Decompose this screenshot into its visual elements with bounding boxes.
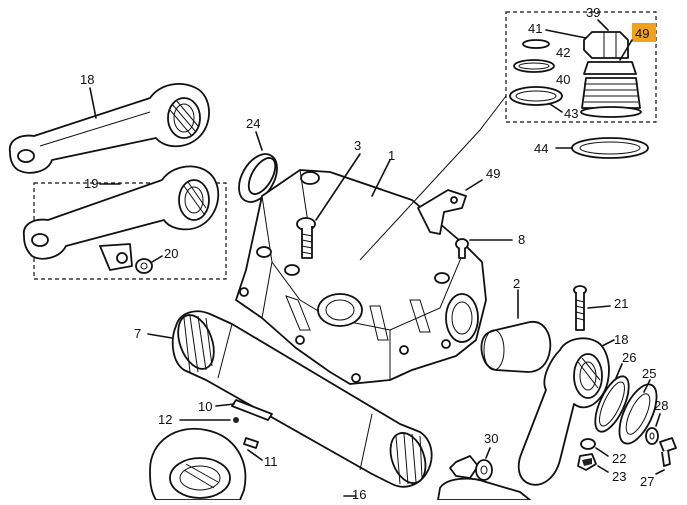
part-30-nut-washer[interactable] (449, 455, 493, 481)
part-11-pin[interactable] (243, 437, 259, 449)
part-40-o-ring[interactable] (513, 59, 555, 73)
part-28-washer[interactable] (645, 427, 659, 445)
part-42-small-ring[interactable] (522, 39, 550, 49)
callout-2: 2 (513, 276, 520, 291)
part-20-bush[interactable] (135, 258, 153, 274)
part-8-screw[interactable] (455, 238, 469, 259)
callout-7: 7 (134, 326, 141, 341)
callout-42: 42 (556, 45, 570, 60)
part-25-cover-plate[interactable] (612, 379, 664, 449)
callout-23: 23 (612, 469, 626, 484)
callout-12: 12 (158, 412, 172, 427)
callout-8: 8 (518, 232, 525, 247)
callout-43: 43 (564, 106, 578, 121)
callout-18-upper: 18 (80, 72, 94, 87)
part-18-arm-upper[interactable] (8, 83, 210, 174)
drop-arm-lower[interactable] (149, 427, 247, 501)
callout-26: 26 (622, 350, 636, 365)
callout-16: 16 (352, 487, 366, 500)
callout-27: 27 (640, 474, 654, 489)
callout-44: 44 (534, 141, 548, 156)
callout-30: 30 (484, 431, 498, 446)
callout-25: 25 (642, 366, 656, 381)
callout-21: 21 (614, 296, 628, 311)
part-44-gasket[interactable] (571, 137, 649, 159)
callout-24: 24 (246, 116, 260, 131)
callout-49-bracket: 49 (486, 166, 500, 181)
callout-49-highlighted: 49 (635, 26, 649, 41)
callout-22: 22 (612, 451, 626, 466)
part-39-plug-assembly[interactable] (580, 31, 642, 118)
callout-10: 10 (198, 399, 212, 414)
part-21-bolt[interactable] (573, 285, 587, 331)
part-7-splined-shaft[interactable] (171, 310, 433, 488)
callout-40: 40 (556, 72, 570, 87)
upper-right-group-box (505, 11, 657, 123)
part-27-screw[interactable] (659, 437, 677, 467)
callout-19: 19 (84, 176, 98, 191)
callout-3: 3 (354, 138, 361, 153)
part-23-nut[interactable] (577, 453, 597, 471)
part-19-arm-lower[interactable] (22, 165, 220, 271)
part-49-bracket[interactable] (417, 189, 467, 235)
callout-1: 1 (388, 148, 395, 163)
part-18-arm-right[interactable] (517, 337, 610, 486)
part-22-washer[interactable] (580, 438, 596, 450)
callout-39: 39 (586, 5, 600, 20)
part-2-bush-sleeve[interactable] (480, 321, 552, 373)
leader-line-group-to-housing (359, 95, 507, 261)
part-26-ring[interactable] (588, 372, 635, 437)
part-43-washer[interactable] (509, 86, 563, 106)
callout-28: 28 (654, 398, 668, 413)
part-24-seal-ring[interactable] (231, 147, 285, 208)
callout-20: 20 (164, 246, 178, 261)
part-3-bolt[interactable] (296, 217, 316, 259)
part-49-highlight (632, 23, 656, 42)
callout-41: 41 (528, 21, 542, 36)
part-12-pin[interactable] (179, 417, 239, 423)
arm-lower-center[interactable] (437, 477, 531, 501)
callout-18-right: 18 (614, 332, 628, 347)
callout-11: 11 (264, 454, 278, 469)
